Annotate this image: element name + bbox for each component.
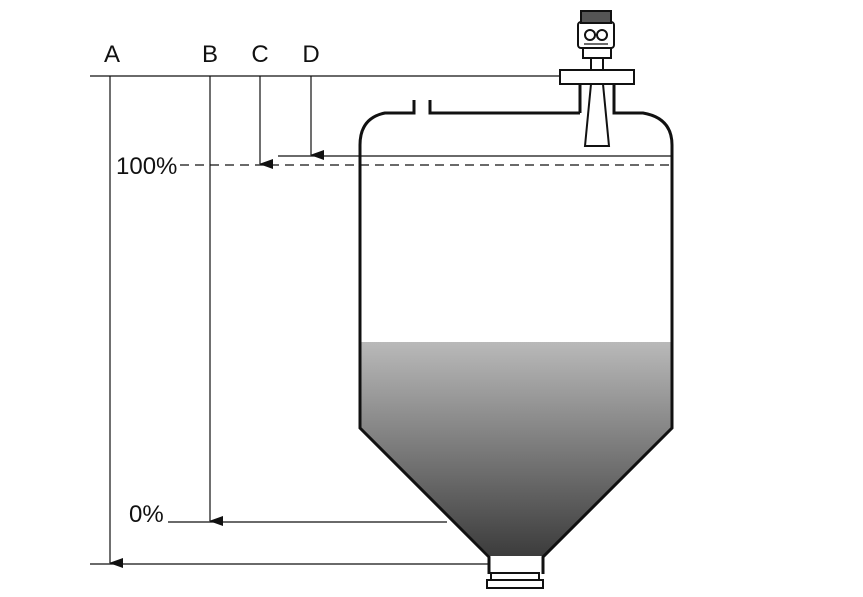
label-full-level: 100% bbox=[116, 153, 177, 180]
silo-wall-left bbox=[358, 100, 491, 574]
radar-level-transmitter-icon bbox=[577, 10, 615, 71]
bottom-flange bbox=[486, 579, 544, 589]
label-b: B bbox=[202, 41, 218, 68]
label-d: D bbox=[302, 41, 319, 68]
label-a: A bbox=[104, 41, 120, 68]
top-flange bbox=[559, 69, 635, 85]
silo-wall-right bbox=[428, 100, 580, 115]
label-c: C bbox=[251, 41, 268, 68]
silo-wall-right-body bbox=[541, 100, 674, 574]
material-fill bbox=[361, 342, 671, 556]
horn-antenna-icon bbox=[583, 83, 611, 147]
label-empty-level: 0% bbox=[129, 501, 164, 528]
